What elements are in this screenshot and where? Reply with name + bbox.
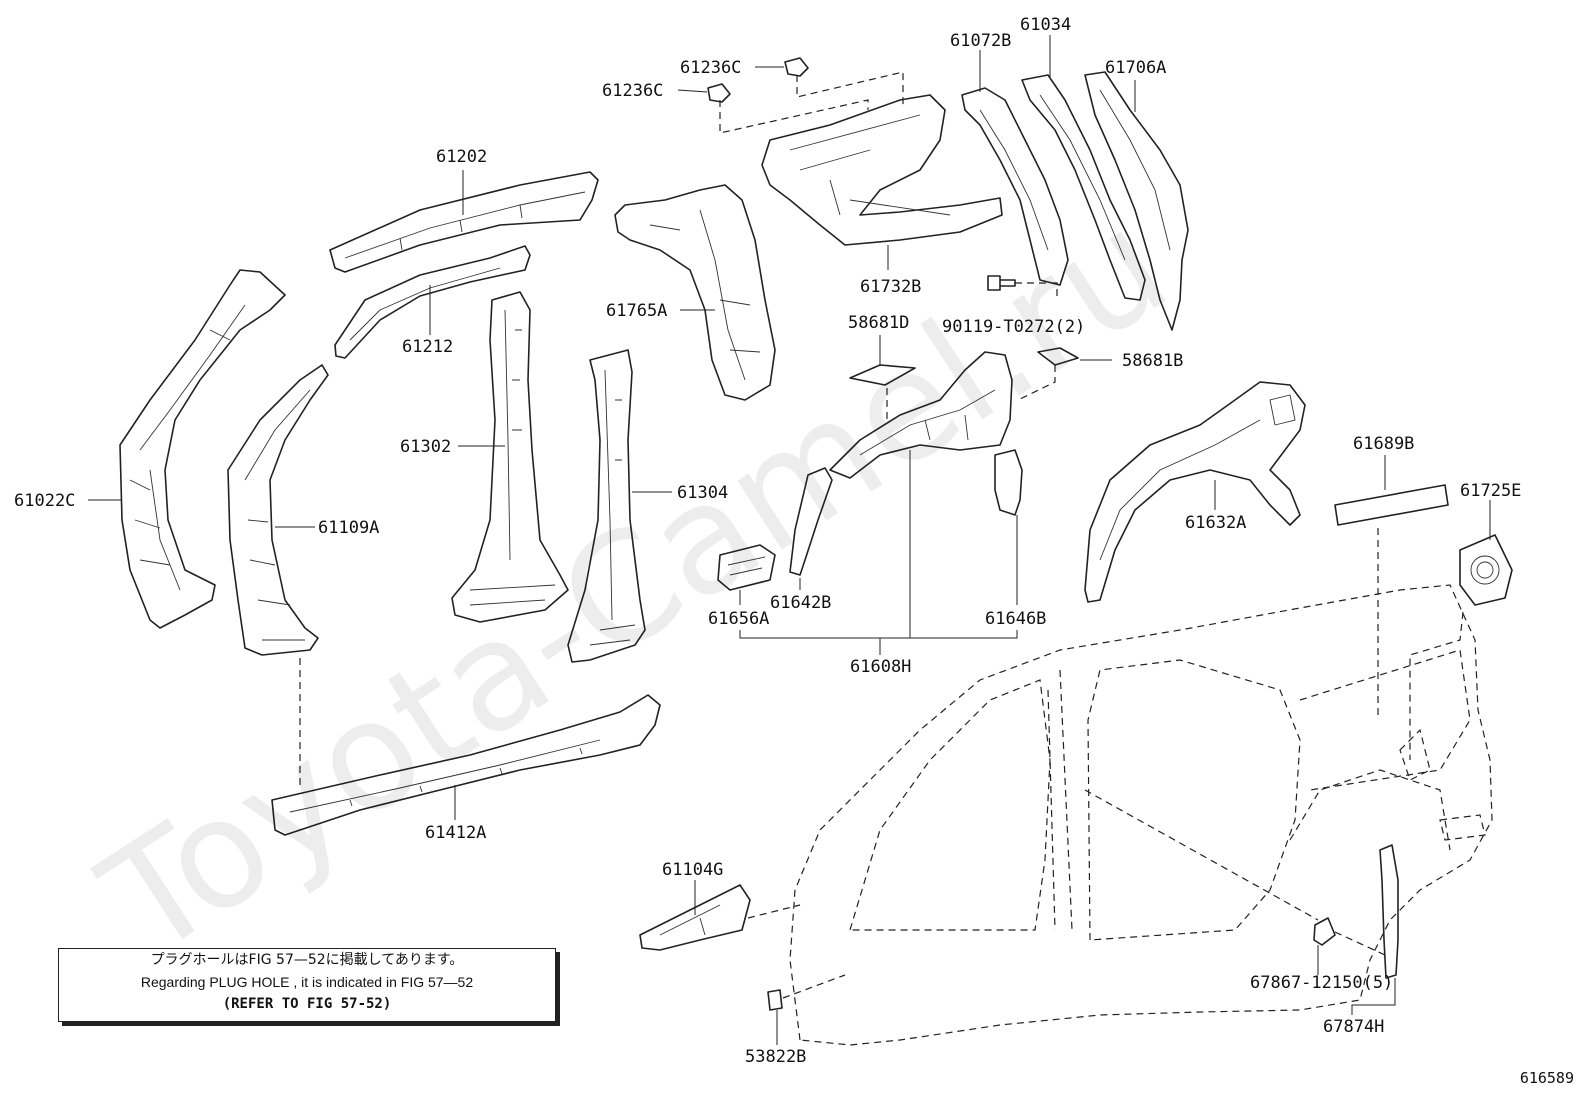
part-labels: 61236C 61236C 61072B 61034 61706A 61202 … bbox=[14, 15, 1521, 1067]
part-61689B[interactable] bbox=[1334, 484, 1449, 526]
label-58681B: 58681B bbox=[1122, 351, 1183, 371]
dashed-connectors bbox=[299, 71, 1464, 999]
label-61765A: 61765A bbox=[606, 301, 667, 321]
label-61034: 61034 bbox=[1020, 15, 1071, 35]
label-53822B: 53822B bbox=[745, 1047, 806, 1067]
part-61236C-clip-a[interactable] bbox=[784, 57, 809, 77]
watermark: Toyota-Camel.ru bbox=[74, 177, 1197, 990]
label-61304: 61304 bbox=[677, 483, 728, 503]
part-61765A[interactable] bbox=[614, 184, 776, 401]
part-61212[interactable] bbox=[334, 245, 531, 359]
label-61632A: 61632A bbox=[1185, 513, 1246, 533]
part-61646B[interactable] bbox=[994, 449, 1023, 516]
label-61706A: 61706A bbox=[1105, 58, 1166, 78]
part-61022C[interactable] bbox=[119, 269, 286, 629]
part-61656A[interactable] bbox=[717, 544, 776, 591]
part-61202[interactable] bbox=[329, 171, 599, 273]
label-90119-T0272: 90119-T0272(2) bbox=[942, 317, 1085, 337]
label-61608H: 61608H bbox=[850, 657, 911, 677]
part-61304[interactable] bbox=[567, 349, 646, 663]
label-61022C: 61022C bbox=[14, 491, 75, 511]
label-67867-12150: 67867-12150(5) bbox=[1250, 973, 1393, 993]
part-61732B[interactable] bbox=[761, 94, 1003, 246]
note-reference: (REFER TO FIG 57-52) bbox=[222, 996, 392, 1012]
label-61202: 61202 bbox=[436, 147, 487, 167]
label-61412A: 61412A bbox=[425, 823, 486, 843]
label-61642B: 61642B bbox=[770, 593, 831, 613]
part-58681D[interactable] bbox=[849, 364, 916, 386]
part-61412A[interactable] bbox=[271, 694, 661, 836]
note-japanese: プラグホールはFIG 57—52に掲載してあります。 bbox=[150, 952, 464, 968]
part-67874H[interactable] bbox=[1379, 844, 1399, 979]
part-61072B[interactable] bbox=[961, 87, 1069, 286]
label-61732B: 61732B bbox=[860, 277, 921, 297]
label-61689B: 61689B bbox=[1353, 434, 1414, 454]
label-61212: 61212 bbox=[402, 337, 453, 357]
part-58681B[interactable] bbox=[1037, 347, 1079, 366]
part-61034[interactable] bbox=[1021, 74, 1146, 301]
part-61302[interactable] bbox=[451, 291, 569, 623]
label-61236C-a: 61236C bbox=[680, 58, 741, 78]
part-61109A[interactable] bbox=[227, 364, 329, 656]
part-61104G[interactable] bbox=[639, 884, 751, 951]
label-61109A: 61109A bbox=[318, 518, 379, 538]
plug-hole-note: プラグホールはFIG 57—52に掲載してあります。 Regarding PLU… bbox=[58, 948, 556, 1022]
part-61642B[interactable] bbox=[789, 467, 833, 576]
part-61608H[interactable] bbox=[829, 351, 1013, 479]
body-side-outer[interactable] bbox=[789, 584, 1493, 1046]
note-english: Regarding PLUG HOLE , it is indicated in… bbox=[140, 974, 474, 990]
label-61302: 61302 bbox=[400, 437, 451, 457]
label-61725E: 61725E bbox=[1460, 481, 1521, 501]
leader-lines bbox=[88, 35, 1491, 1045]
label-61072B: 61072B bbox=[950, 31, 1011, 51]
label-61656A: 61656A bbox=[708, 609, 769, 629]
part-61632A[interactable] bbox=[1084, 381, 1306, 603]
part-61725E[interactable] bbox=[1459, 534, 1513, 606]
label-58681D: 58681D bbox=[848, 313, 909, 333]
part-61236C-clip-b[interactable] bbox=[707, 83, 731, 103]
part-61706A[interactable] bbox=[1084, 71, 1189, 331]
figure-number: 616589 bbox=[1519, 1069, 1574, 1087]
label-67874H: 67874H bbox=[1323, 1017, 1384, 1037]
part-53822B[interactable] bbox=[767, 989, 783, 1011]
label-61646B: 61646B bbox=[985, 609, 1046, 629]
label-61104G: 61104G bbox=[662, 860, 723, 880]
label-61236C-b: 61236C bbox=[602, 81, 663, 101]
part-67867-clip[interactable] bbox=[1313, 917, 1336, 946]
